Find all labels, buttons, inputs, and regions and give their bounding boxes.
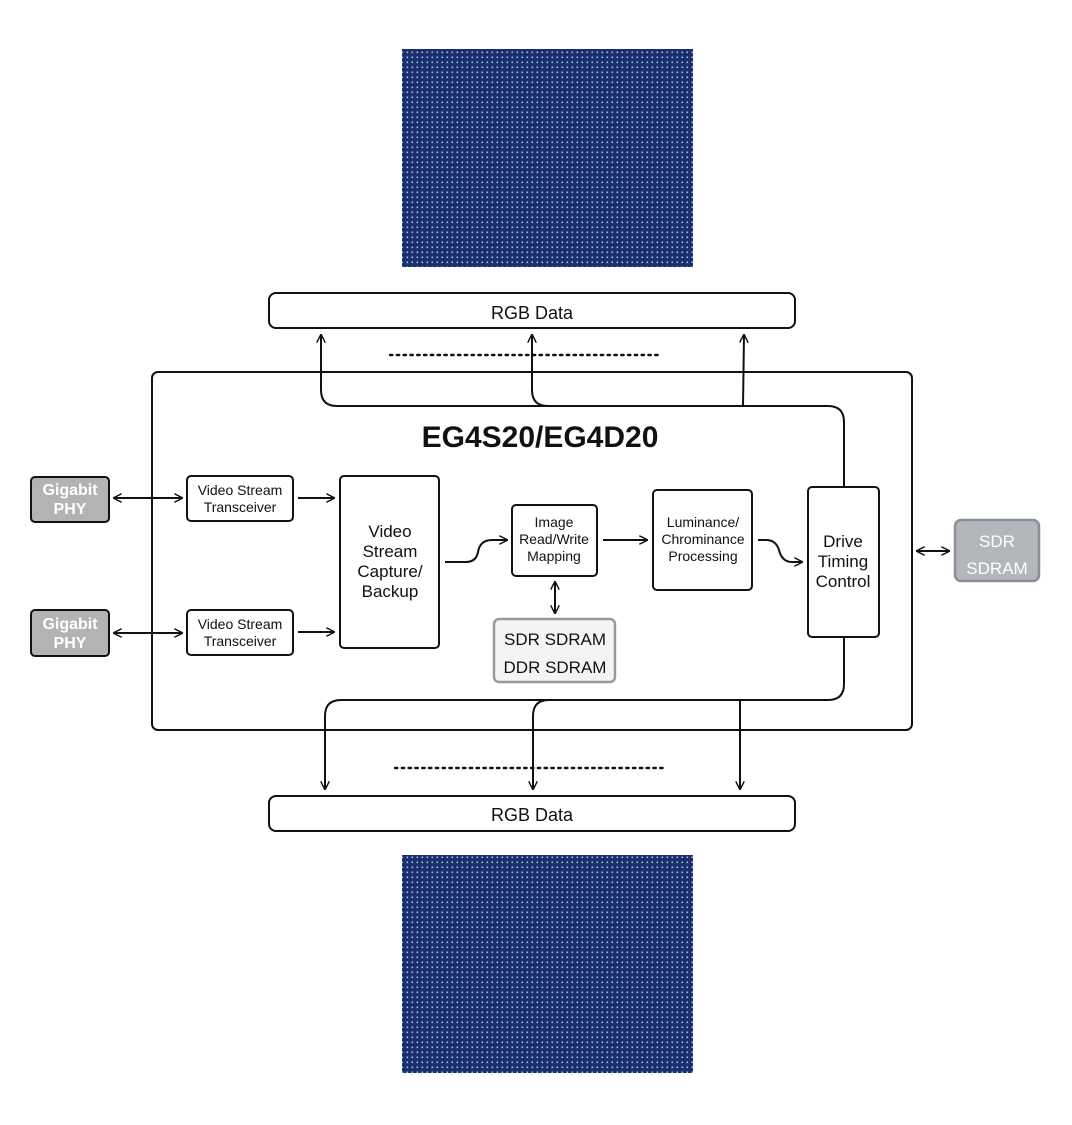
external-sdram-line1: SDR [979,532,1015,551]
mapping-line1: Image [535,514,574,530]
luminance-line2: Chrominance [661,531,744,547]
chip-title: EG4S20/EG4D20 [422,421,659,454]
sdr-ddr-sdram: SDR SDRAM DDR SDRAM [492,617,617,684]
external-sdr-sdram: SDR SDRAM [953,518,1041,583]
video-stream-transceiver-bottom: Video Stream Transceiver [186,609,294,656]
transceiver-bottom-line1: Video Stream [198,616,283,632]
transceiver-top-line1: Video Stream [198,482,283,498]
rgb-data-bottom-label: RGB Data [491,805,574,825]
capture-line4: Backup [362,582,419,601]
luminance-line1: Luminance/ [667,514,739,530]
luminance-line3: Processing [668,548,737,564]
video-stream-capture-backup: Video Stream Capture/ Backup [339,475,440,649]
transceiver-bottom-line2: Transceiver [204,633,277,649]
phy-bottom-line2: PHY [54,635,87,652]
phy-bottom-line1: Gigabit [42,616,98,633]
gigabit-phy-bottom: Gigabit PHY [30,609,110,657]
capture-line2: Stream [363,542,418,561]
output-routing-top [321,335,845,487]
arrow-luminance-drive [758,539,802,562]
phy-top-line2: PHY [54,501,87,518]
transceiver-top-line2: Transceiver [204,499,277,515]
luminance-chrominance-processing: Luminance/ Chrominance Processing [652,489,753,591]
capture-line1: Video [368,522,411,541]
mapping-line2: Read/Write [519,531,589,547]
rgb-data-top-bar: RGB Data [268,292,796,329]
capture-line3: Capture/ [357,562,422,581]
phy-top-line1: Gigabit [42,482,98,499]
rgb-data-top-label: RGB Data [491,303,574,323]
image-read-write-mapping: Image Read/Write Mapping [511,504,598,577]
drive-timing-control: Drive Timing Control [807,486,880,638]
drive-line1: Drive [823,532,863,551]
output-routing-bottom [325,638,845,789]
memory-line1: SDR SDRAM [504,630,606,649]
led-panel-bottom [402,855,693,1073]
drive-line2: Timing [818,552,868,571]
led-panel-top [402,49,693,267]
gigabit-phy-top: Gigabit PHY [30,476,110,523]
external-sdram-line2: SDRAM [966,559,1027,578]
mapping-line3: Mapping [527,548,581,564]
rgb-data-bottom-bar: RGB Data [268,795,796,832]
arrow-capture-mapping [445,540,507,563]
drive-line3: Control [816,572,871,591]
memory-line2: DDR SDRAM [504,658,607,677]
video-stream-transceiver-top: Video Stream Transceiver [186,475,294,522]
